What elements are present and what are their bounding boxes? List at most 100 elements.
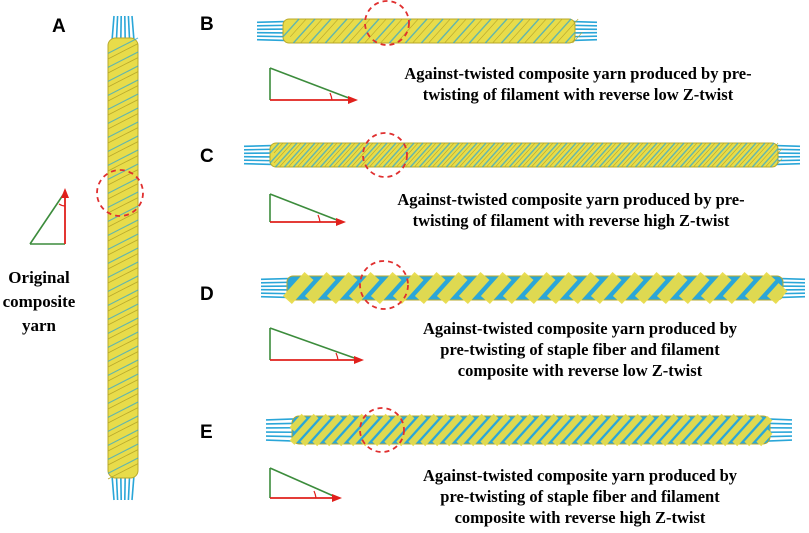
panel-a-yarn-strand-shadow [107, 365, 139, 382]
panel-b-yarn-strand-shadow [460, 18, 483, 44]
panel-a-yarn-strand-shadow [107, 85, 139, 102]
panel-c-yarn-strand [715, 142, 739, 168]
panel-c-yarn-strand [328, 142, 352, 168]
panel-a-yarn-strand [107, 93, 139, 110]
panel-a-yarn-strand [107, 373, 139, 390]
panel-c-yarn-strand-shadow [774, 158, 783, 168]
panel-a-yarn-strand [107, 79, 139, 96]
panel-c-yarn-strand [697, 142, 721, 168]
panel-c-yarn-strand-shadow [468, 142, 491, 168]
panel-b-yarn-strand-shadow [316, 18, 339, 44]
panel-a-yarn-strand-shadow [107, 141, 139, 158]
panel-d-yarn-strand [458, 271, 490, 305]
panel-d-yarn-strand [414, 271, 446, 305]
panel-e-yarn-strand [360, 413, 391, 447]
panel-a-yarn-strand-shadow [107, 393, 139, 410]
panel-a-yarn-strand [107, 443, 139, 460]
panel-c-yarn-strand [751, 142, 775, 168]
panel-b-twist-triangle-angle-arc [329, 92, 333, 101]
panel-e-yarn-strand [444, 413, 475, 447]
panel-b-yarn-strand [452, 18, 476, 44]
panel-c-yarn-strand [625, 142, 649, 168]
panel-e-twist-triangle-angle-arc [313, 490, 317, 499]
panel-c-yarn-strand-shadow [765, 148, 783, 168]
panel-a-yarn-strand-shadow [107, 57, 139, 74]
panel-c-yarn-strand-shadow [459, 142, 482, 168]
panel-c-yarn-strand-shadow [720, 142, 743, 168]
original-yarn-label-line-1: Original [8, 268, 70, 287]
panel-a-yarn-strand [107, 415, 139, 432]
panel-e-yarn-strand [576, 413, 607, 447]
panel-c-yarn-strand-shadow [495, 142, 518, 168]
panel-d-yarn-strand [634, 271, 666, 305]
panel-a-yarn-strand-shadow [107, 323, 139, 340]
panel-a-yarn-strand [107, 275, 139, 292]
panel-b-yarn-strand [516, 18, 540, 44]
panel-a-yarn-strand-shadow [107, 211, 139, 228]
panel-c-caption: Against-twisted composite yarn produced … [353, 189, 789, 231]
panel-d-yarn-strand [304, 271, 336, 305]
panel-c-yarn-strand [301, 142, 325, 168]
panel-c-yarn-strand [517, 142, 541, 168]
panel-c-yarn-strand-shadow [666, 142, 689, 168]
panel-a-yarn-strand [107, 135, 139, 152]
panel-d-letter: D [200, 284, 214, 305]
panel-b-yarn-strand-shadow [572, 32, 583, 44]
panel-c-yarn-strand-shadow [603, 142, 626, 168]
panel-b-caption-line-1: Against-twisted composite yarn produced … [404, 64, 752, 83]
panel-a-yarn-strand [107, 331, 139, 348]
panel-b-yarn-strand-shadow [300, 18, 323, 44]
panel-a-letter: A [52, 16, 66, 37]
panel-d-yarn-strand [700, 271, 732, 305]
panel-b-yarn-strand [292, 18, 316, 44]
panel-c-yarn-strand-shadow [423, 142, 446, 168]
panel-c-yarn-strand [589, 142, 613, 168]
panel-d-caption-line-3: composite with reverse low Z-twist [457, 361, 703, 380]
panel-c-yarn-strand-shadow [567, 142, 590, 168]
panel-c-yarn-strand-shadow [273, 142, 284, 154]
panel-e-yarn-strand [696, 413, 727, 447]
panel-e-yarn-strand [456, 413, 487, 447]
panel-b-yarn-strand-shadow [444, 18, 467, 44]
panel-a-yarn-strand [107, 163, 139, 180]
panel-c-yarn-strand [661, 142, 685, 168]
panel-c-caption-line-2: twisting of filament with reverse high Z… [412, 211, 730, 230]
panel-b-yarn-strand [340, 18, 364, 44]
panel-b-highlight-circle [364, 0, 410, 46]
panel-c-yarn-strand-shadow [756, 142, 779, 168]
panel-a-yarn-strand-shadow [107, 281, 139, 298]
panel-c-yarn-strand-shadow [279, 142, 302, 168]
panel-b-yarn-strand-shadow [556, 18, 579, 44]
panel-c-yarn-strand [310, 142, 334, 168]
panel-c-letter: C [200, 146, 214, 167]
panel-d-yarn-strand [370, 271, 402, 305]
panel-e-yarn-strand [384, 413, 415, 447]
panel-e-yarn-strand [636, 413, 667, 447]
panel-a-highlight-circle [96, 169, 144, 217]
panel-d-yarn-strand [678, 271, 710, 305]
panel-e-yarn-strand [732, 413, 763, 447]
panel-c-yarn-strand-shadow [684, 142, 707, 168]
panel-c-yarn-strand-shadow [648, 142, 671, 168]
panel-b-yarn-strand [282, 18, 300, 38]
panel-b-yarn-strand [484, 18, 508, 44]
panel-c-yarn-strand [544, 142, 568, 168]
panel-e-yarn-strand [684, 413, 715, 447]
panel-a-yarn-strand-shadow [107, 253, 139, 270]
panel-c-yarn-strand-shadow [585, 142, 608, 168]
original-yarn-label-line-3: yarn [22, 316, 56, 335]
panel-e-yarn-strand [480, 413, 511, 447]
panel-c-yarn-strand [553, 142, 577, 168]
panel-c-yarn-strand-shadow [405, 142, 428, 168]
panel-e-yarn-strand [600, 413, 631, 447]
panel-b-yarn-strand [548, 18, 572, 44]
panel-c-yarn-strand [400, 142, 424, 168]
panel-c-yarn-strand [724, 142, 748, 168]
panel-d-caption-line-1: Against-twisted composite yarn produced … [422, 319, 738, 338]
panel-c-yarn-strand-shadow [414, 142, 437, 168]
panel-d-yarn-strand [568, 271, 600, 305]
panel-e-yarn-strand [289, 413, 319, 445]
panel-c-yarn-strand-shadow [576, 142, 599, 168]
panel-b-yarn-strand-shadow [508, 18, 531, 44]
panel-b-yarn-strand-shadow [380, 18, 403, 44]
